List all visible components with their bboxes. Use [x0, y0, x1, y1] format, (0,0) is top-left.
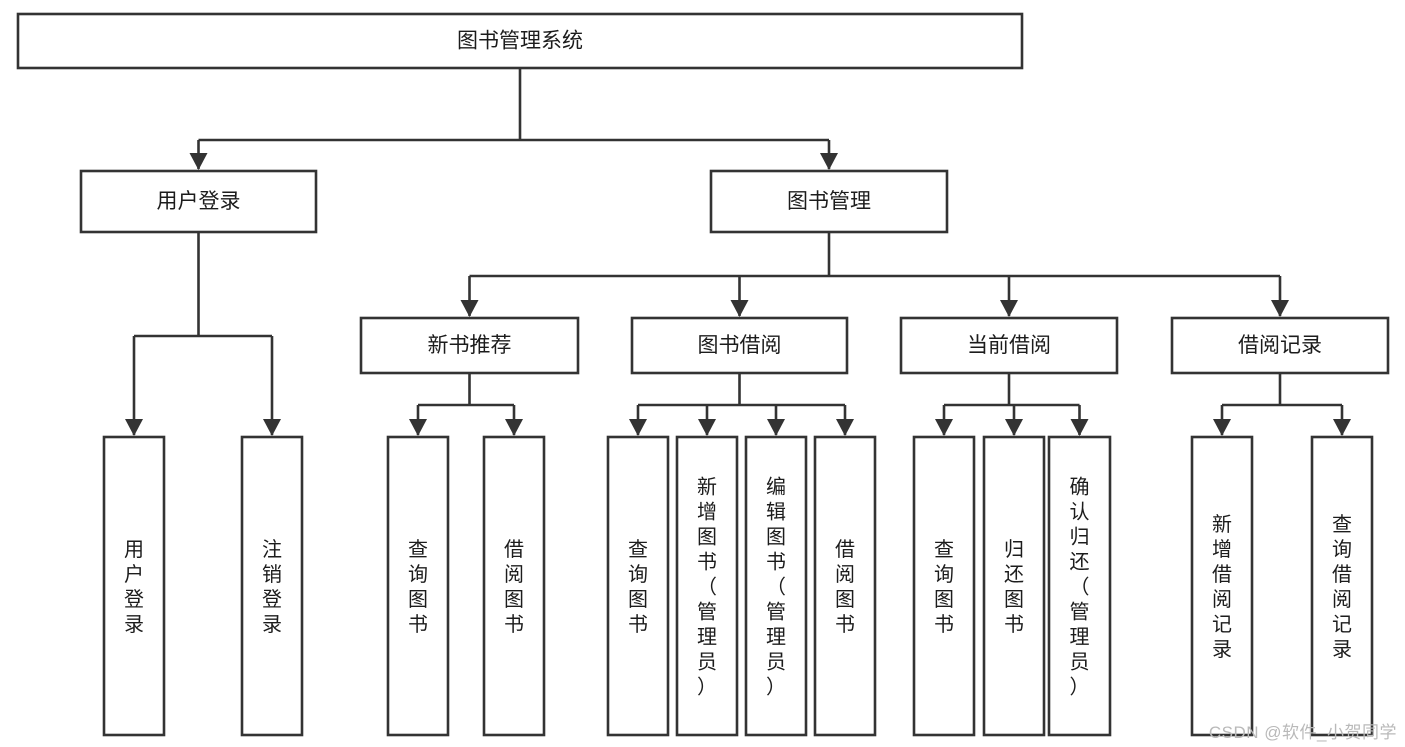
node-box-borrow-record	[1170, 316, 1390, 375]
node-label-leaf-confirm-return: 确认归还（管理员）	[1070, 476, 1090, 699]
node-label-leaf-add-book: 新增图书（管理员）	[697, 476, 717, 699]
node-label-leaf-query-book-2: 查询图书	[628, 538, 648, 636]
node-label-leaf-logout: 注销登录	[262, 538, 282, 636]
node-label-root: 图书管理系统	[457, 30, 583, 53]
node-label-book-management: 图书管理	[787, 190, 871, 213]
node-label-current-borrow: 当前借阅	[967, 334, 1051, 357]
arrow-head-icon	[125, 419, 143, 436]
arrow-head-icon	[1333, 419, 1351, 436]
arrow-head-icon	[698, 419, 716, 436]
node-box-new-book-recommend	[359, 316, 580, 375]
node-box-leaf-borrow-book-1	[482, 435, 546, 737]
node-box-leaf-query-book-2	[606, 435, 670, 737]
node-label-leaf-borrow-book-2: 借阅图书	[835, 538, 855, 636]
node-leaf-query-book-1[interactable]: 查询图书	[386, 435, 450, 737]
watermark-text: CSDN @软件_小贺同学	[1208, 723, 1397, 742]
arrow-head-icon	[263, 419, 281, 436]
node-label-leaf-edit-book: 编辑图书（管理员）	[766, 476, 786, 699]
node-box-book-management	[709, 169, 949, 234]
arrow-head-icon	[1005, 419, 1023, 436]
arrow-head-icon	[1070, 419, 1089, 436]
node-label-leaf-borrow-book-1: 借阅图书	[504, 538, 524, 636]
node-label-leaf-add-record: 新增借阅记录	[1212, 513, 1232, 661]
node-box-book-borrow	[630, 316, 849, 375]
arrow-head-icon	[460, 300, 479, 317]
node-leaf-query-book-2[interactable]: 查询图书	[606, 435, 670, 737]
node-label-leaf-query-book-1: 查询图书	[408, 538, 428, 636]
arrow-head-icon	[1271, 300, 1289, 317]
node-current-borrow[interactable]: 当前借阅	[899, 316, 1119, 375]
node-leaf-logout[interactable]: 注销登录	[240, 435, 304, 737]
node-label-new-book-recommend: 新书推荐	[428, 334, 512, 357]
node-leaf-borrow-book-1[interactable]: 借阅图书	[482, 435, 546, 737]
edges-layer	[125, 68, 1351, 436]
node-leaf-edit-book[interactable]: 编辑图书（管理员）	[744, 435, 808, 737]
node-box-leaf-confirm-return	[1047, 435, 1112, 737]
arrow-head-icon	[1000, 300, 1018, 317]
node-leaf-query-book-3[interactable]: 查询图书	[912, 435, 976, 737]
node-borrow-record[interactable]: 借阅记录	[1170, 316, 1390, 375]
arrow-head-icon	[629, 419, 647, 436]
node-root[interactable]: 图书管理系统	[16, 12, 1024, 70]
node-leaf-query-record[interactable]: 查询借阅记录	[1310, 435, 1374, 737]
node-new-book-recommend[interactable]: 新书推荐	[359, 316, 580, 375]
node-book-management[interactable]: 图书管理	[709, 169, 949, 234]
node-leaf-add-record[interactable]: 新增借阅记录	[1190, 435, 1254, 737]
arrow-head-icon	[935, 419, 953, 436]
node-box-leaf-edit-book	[744, 435, 808, 737]
arrow-head-icon	[1213, 419, 1231, 436]
node-leaf-user-login[interactable]: 用户登录	[102, 435, 166, 737]
node-leaf-add-book[interactable]: 新增图书（管理员）	[675, 435, 739, 737]
node-box-leaf-add-book	[675, 435, 739, 737]
node-box-user-login	[79, 169, 318, 234]
node-leaf-confirm-return[interactable]: 确认归还（管理员）	[1047, 435, 1112, 737]
node-box-current-borrow	[899, 316, 1119, 375]
arrow-head-icon	[767, 419, 785, 436]
node-box-leaf-user-login	[102, 435, 166, 737]
arrow-head-icon	[820, 153, 838, 170]
node-label-book-borrow: 图书借阅	[698, 334, 782, 357]
node-box-leaf-borrow-book-2	[813, 435, 877, 737]
node-box-leaf-query-book-3	[912, 435, 976, 737]
node-label-borrow-record: 借阅记录	[1238, 334, 1322, 357]
node-box-root	[16, 12, 1024, 70]
arrow-head-icon	[505, 419, 523, 436]
node-label-leaf-query-record: 查询借阅记录	[1332, 513, 1352, 661]
nodes-layer: 图书管理系统用户登录图书管理新书推荐图书借阅当前借阅借阅记录用户登录注销登录查询…	[16, 12, 1390, 737]
node-user-login[interactable]: 用户登录	[79, 169, 318, 234]
node-box-leaf-query-record	[1310, 435, 1374, 737]
node-label-leaf-return-book: 归还图书	[1004, 538, 1024, 636]
arrow-head-icon	[836, 419, 854, 436]
node-box-leaf-return-book	[982, 435, 1046, 737]
node-book-borrow[interactable]: 图书借阅	[630, 316, 849, 375]
arrow-head-icon	[409, 419, 427, 436]
node-label-leaf-query-book-3: 查询图书	[934, 538, 954, 636]
node-box-leaf-add-record	[1190, 435, 1254, 737]
node-leaf-return-book[interactable]: 归还图书	[982, 435, 1046, 737]
node-box-leaf-logout	[240, 435, 304, 737]
arrow-head-icon	[730, 300, 749, 317]
node-label-leaf-user-login: 用户登录	[124, 539, 144, 636]
node-box-leaf-query-book-1	[386, 435, 450, 737]
node-label-user-login: 用户登录	[157, 190, 241, 213]
node-leaf-borrow-book-2[interactable]: 借阅图书	[813, 435, 877, 737]
arrow-head-icon	[189, 153, 208, 170]
